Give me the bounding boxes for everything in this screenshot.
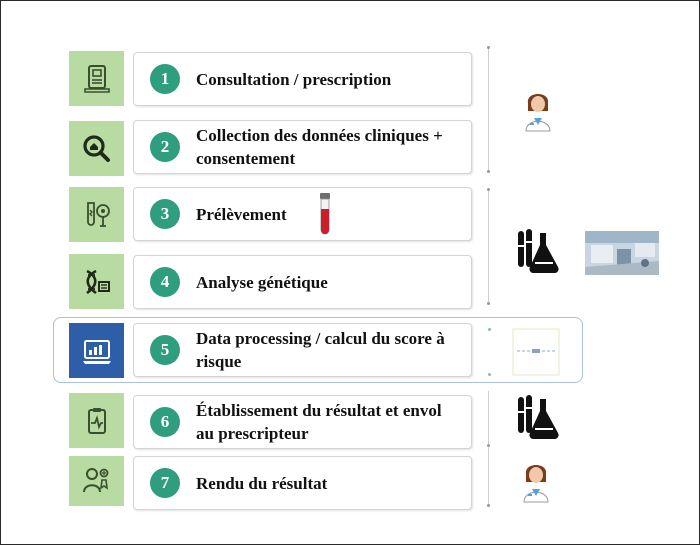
step-5-icon-box	[69, 323, 124, 378]
step-6-icon-box	[69, 393, 124, 448]
step-2-number: 2	[150, 132, 180, 162]
step-4-icon-box	[69, 254, 124, 309]
step-1-card: 1 Consultation / prescription	[133, 52, 472, 106]
step-2-label: Collection des données cliniques + conse…	[196, 126, 443, 168]
step-1-label: Consultation / prescription	[196, 69, 392, 89]
step-1-number: 1	[150, 64, 180, 94]
step-3-icon-box	[69, 187, 124, 242]
doctor-icon	[525, 94, 551, 132]
divider-dot	[487, 302, 490, 305]
divider-dot	[488, 373, 491, 376]
divider-dot	[488, 328, 491, 331]
data-graph-icon	[512, 328, 560, 376]
divider-segment-2	[488, 189, 489, 305]
magnifier-icon	[82, 134, 110, 162]
step-6-number: 6	[150, 407, 180, 437]
divider-dot	[487, 188, 490, 191]
step-3-number: 3	[150, 199, 180, 229]
step-5-label: Data processing / calcul du score à risq…	[196, 329, 445, 371]
computer-icon	[82, 339, 111, 364]
blood-tube-icon	[320, 193, 330, 235]
step-3-card: 3 Prélèvement	[133, 187, 472, 241]
doctor-icon	[523, 465, 549, 503]
sample-tube-icon	[86, 201, 110, 227]
step-7-icon-box	[69, 456, 124, 506]
step-4-label: Analyse génétique	[196, 272, 328, 292]
step-7-card: 7 Rendu du résultat	[133, 456, 472, 510]
step-1-icon-box	[69, 51, 124, 106]
divider-dot	[487, 444, 490, 447]
divider-dot	[487, 170, 490, 173]
step-7-label: Rendu du résultat	[196, 473, 328, 493]
step-5-card: 5 Data processing / calcul du score à ri…	[133, 323, 472, 377]
prescription-icon	[83, 64, 110, 93]
step-2-icon-box	[69, 121, 124, 176]
step-2-card: 2 Collection des données cliniques + con…	[133, 120, 472, 174]
clipboard-icon	[87, 407, 106, 434]
divider-dot	[487, 504, 490, 507]
step-3-label: Prélèvement	[196, 204, 287, 224]
divider-dot	[487, 46, 490, 49]
doctor-patient-icon	[82, 468, 108, 493]
step-4-number: 4	[150, 267, 180, 297]
step-6-card: 6 Établissement du résultat et envol au …	[133, 395, 472, 449]
divider-segment-1	[488, 47, 489, 173]
lab-photo-icon	[585, 231, 659, 275]
step-7-number: 7	[150, 468, 180, 498]
divider-segment-3	[488, 391, 489, 506]
dna-analysis-icon	[85, 269, 110, 294]
lab-flasks-icon	[518, 395, 559, 440]
lab-flasks-icon	[518, 229, 559, 274]
step-6-label: Établissement du résultat et envol au pr…	[196, 401, 442, 443]
step-4-card: 4 Analyse génétique	[133, 255, 472, 309]
step-5-number: 5	[150, 335, 180, 365]
